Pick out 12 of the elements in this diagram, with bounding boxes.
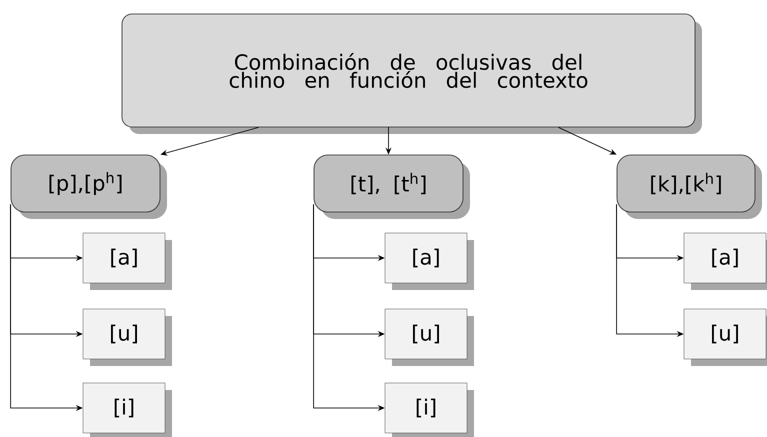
- consonant-box: [t], [t$^{h}$]: [314, 154, 464, 212]
- consonant-box: [k],[k$^{h}$]: [616, 154, 756, 212]
- vowel-box: [i]: [82, 382, 166, 434]
- vowel-box: [a]: [384, 232, 468, 284]
- vowel-box: [a]: [684, 232, 766, 284]
- vowel-box: [u]: [684, 308, 766, 360]
- vowel-box: [i]: [384, 382, 468, 434]
- consonant-box: [p],[p$^{h}$]: [10, 154, 160, 212]
- vowel-box: [a]: [82, 232, 166, 284]
- vowel-box: [u]: [82, 308, 166, 360]
- vowel-box: [u]: [384, 308, 468, 360]
- title-box: Combinación de oclusivas del chino en función del contexto: [122, 14, 696, 128]
